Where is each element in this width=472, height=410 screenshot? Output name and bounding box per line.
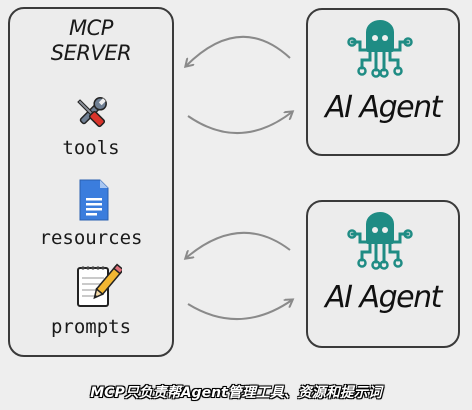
server-title-line1: MCP: [69, 16, 113, 40]
prompts-label: prompts: [50, 316, 132, 338]
tools-icon: [77, 97, 107, 128]
robot-octopus-icon-bottom: [347, 212, 413, 270]
mcp-server-title: MCP SERVER: [8, 16, 174, 66]
memo-pencil-icon: [77, 263, 122, 307]
caption-subtitle: MCP只负责帮Agent管理工具、资源和提示词: [90, 385, 382, 401]
tools-label: tools: [62, 137, 120, 159]
ai-agent-label-bottom: AI Agent: [325, 280, 442, 315]
arrow-agent1-to-server: [186, 36, 291, 66]
arrow-agent2-to-server: [186, 231, 291, 258]
document-icon: [79, 179, 109, 221]
arrow-server-to-agent1: [187, 112, 292, 135]
arrow-server-to-agent2: [187, 300, 292, 321]
server-title-line2: SERVER: [50, 41, 132, 65]
ai-agent-label-top: AI Agent: [325, 90, 442, 125]
robot-octopus-icon-top: [347, 20, 413, 78]
resources-label: resources: [39, 227, 143, 249]
